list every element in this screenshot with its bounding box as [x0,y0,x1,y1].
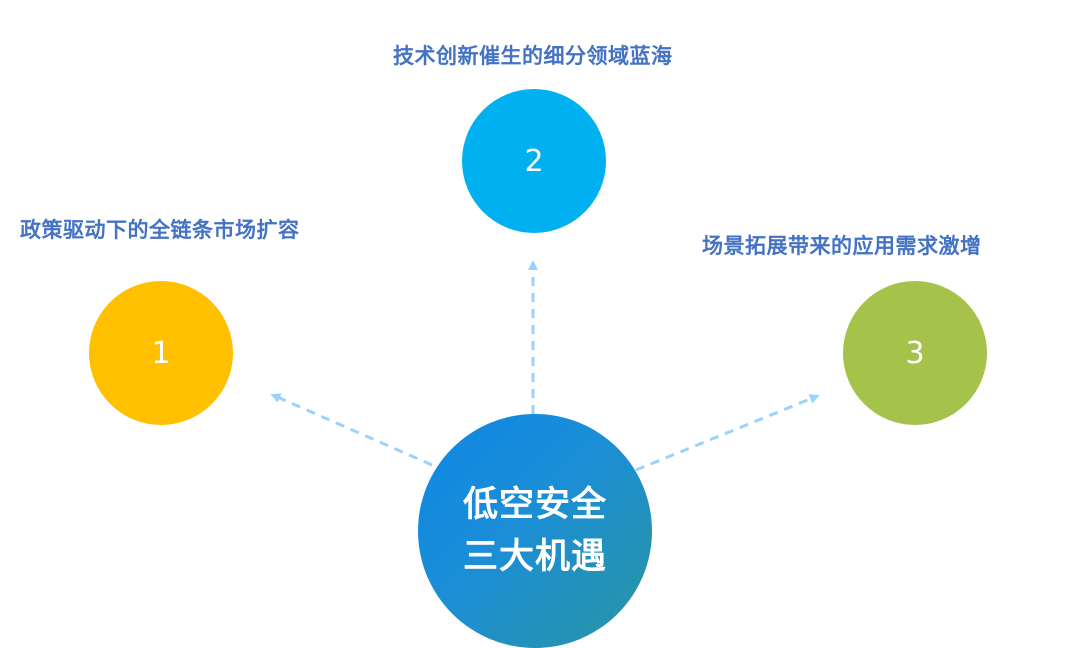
center-hub-circle: 低空安全 三大机遇 [418,414,652,648]
center-title-line-1: 低空安全 [462,485,607,525]
opportunity-3-label: 场景拓展带来的应用需求激增 [702,234,982,258]
arrow-to-opportunity-1 [270,393,433,467]
opportunity-3-number: 3 [905,335,925,371]
opportunity-1-circle: 1 [89,281,233,425]
center-title-line-2: 三大机遇 [462,537,607,577]
opportunity-2-number: 2 [524,143,544,179]
opportunity-1-number: 1 [151,335,171,371]
arrow-to-opportunity-3 [635,394,820,472]
opportunity-3-circle: 3 [843,281,987,425]
opportunity-2-circle: 2 [462,89,606,233]
opportunity-1-label: 政策驱动下的全链条市场扩容 [20,218,300,242]
opportunity-2-label: 技术创新催生的细分领域蓝海 [393,44,673,68]
